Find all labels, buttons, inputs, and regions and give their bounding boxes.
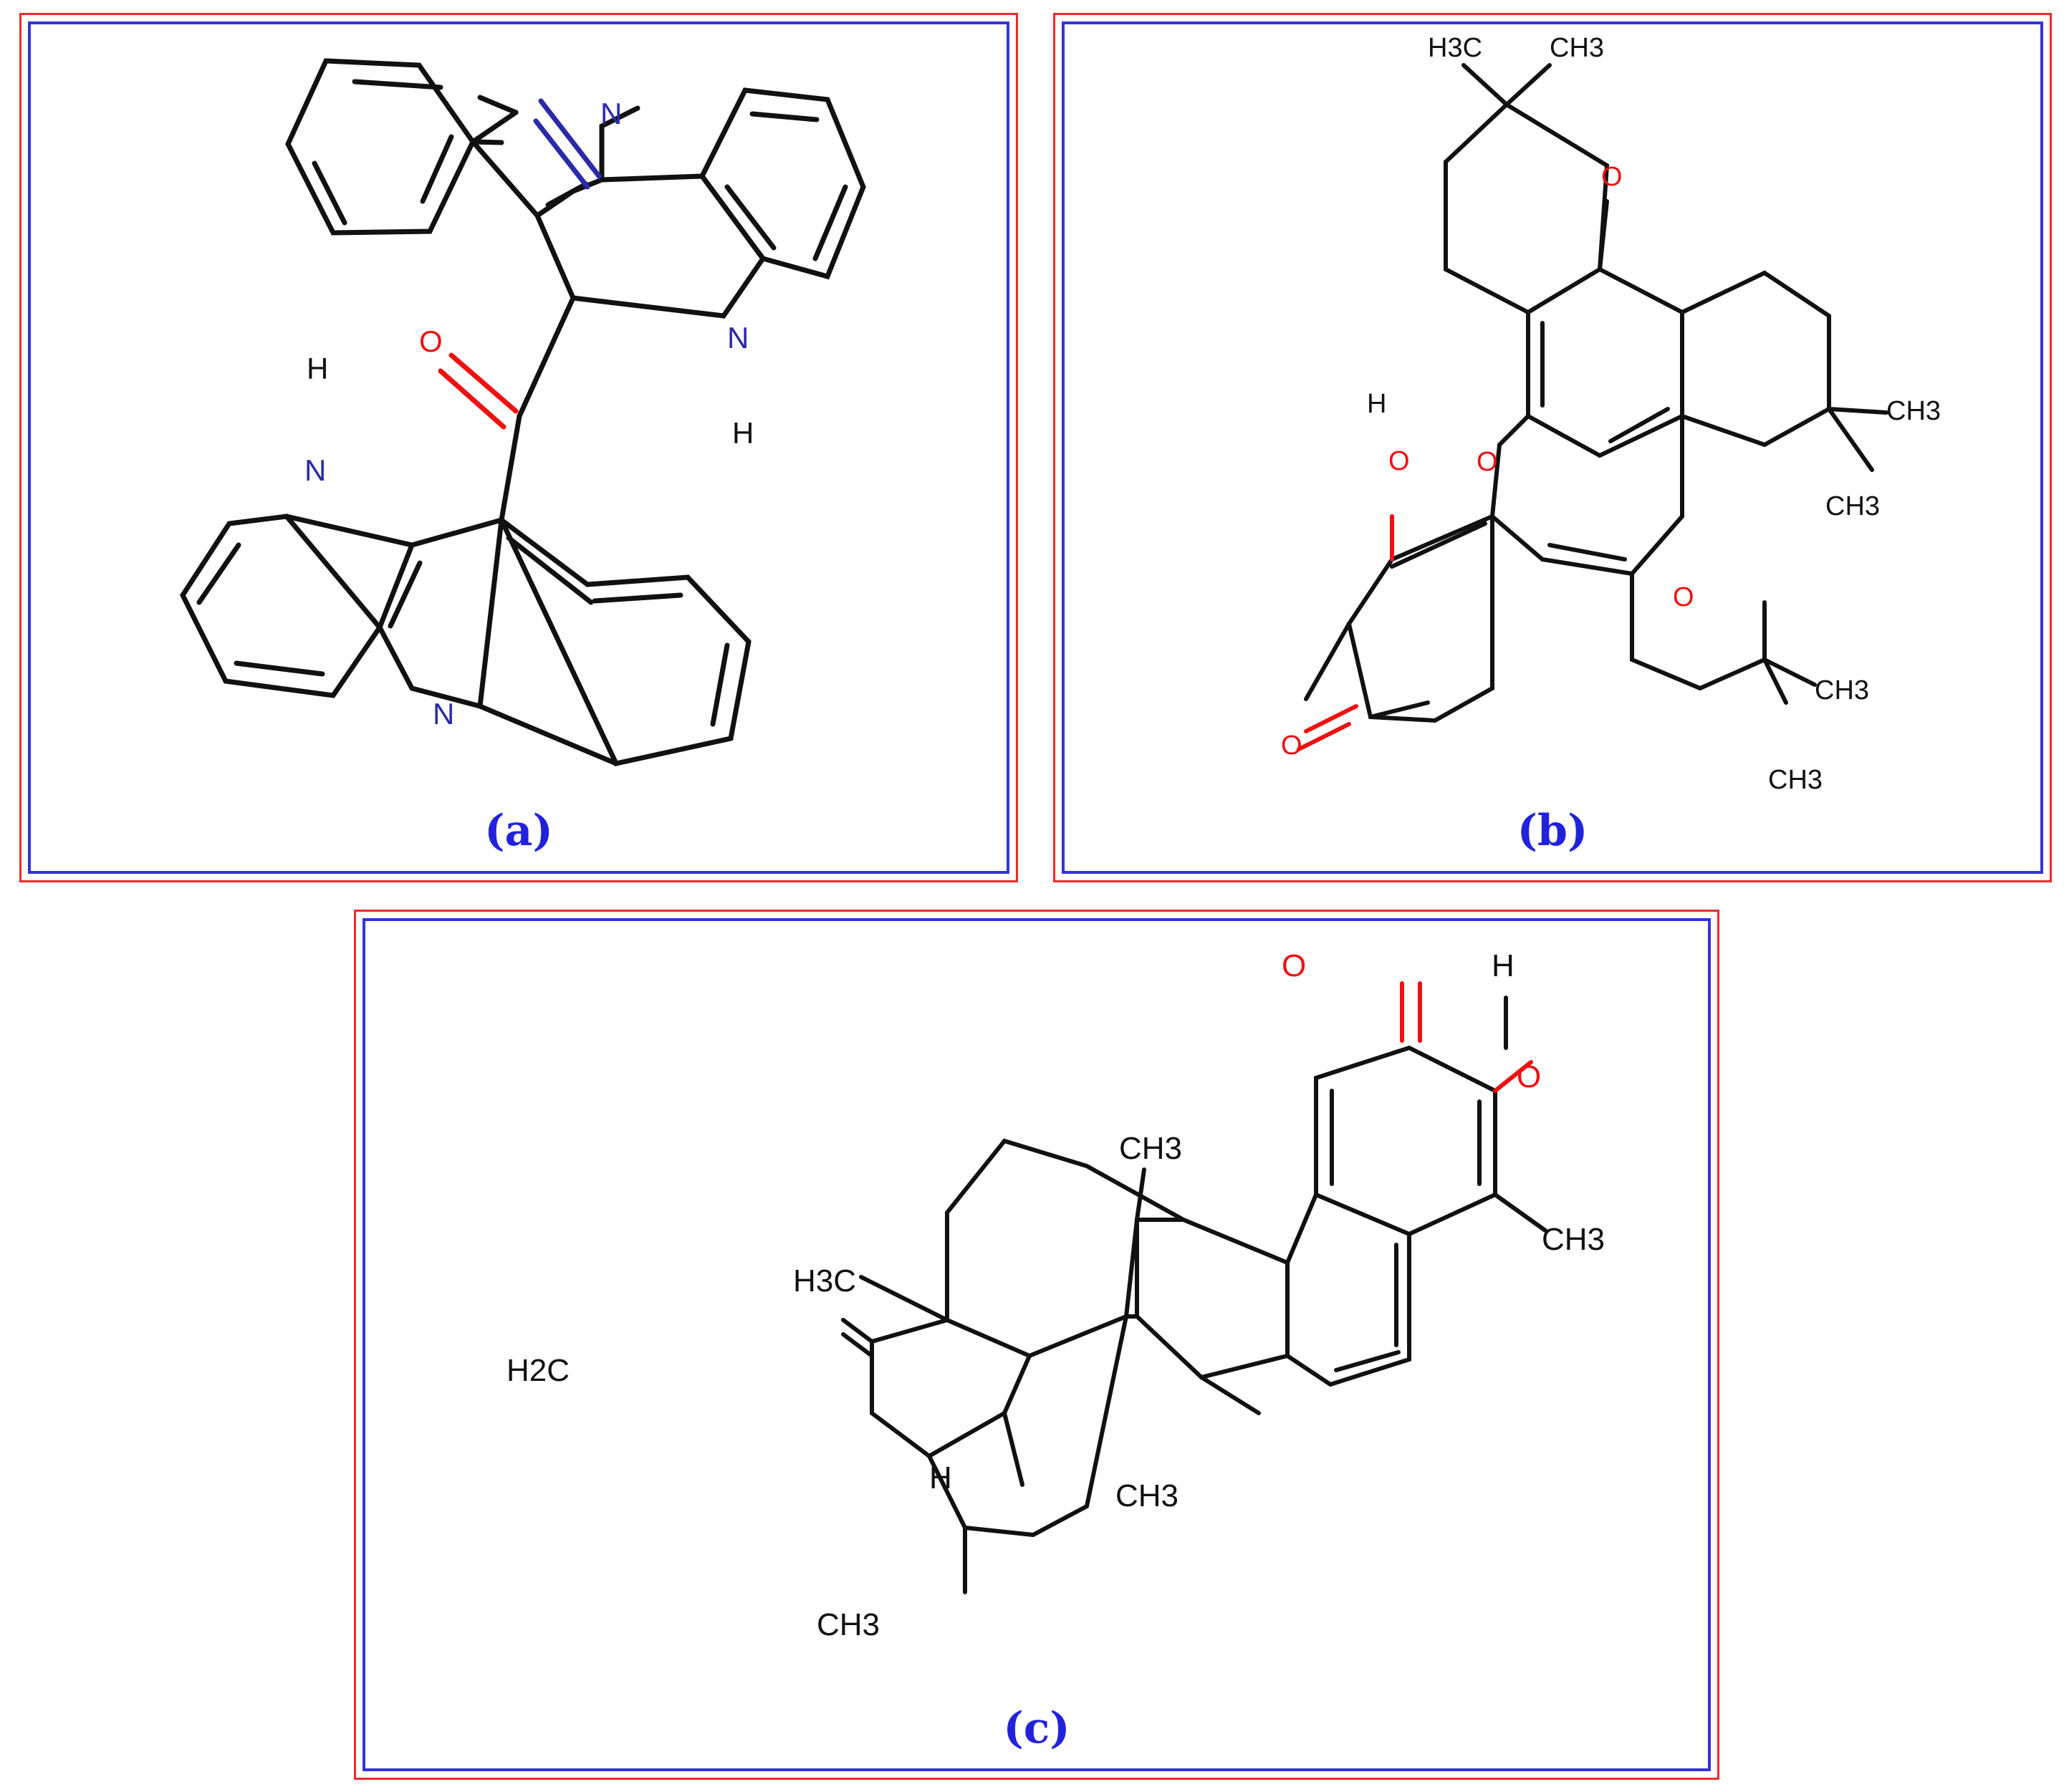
panel-a-inner-frame	[28, 21, 1009, 874]
atom-label: CH3	[1768, 765, 1823, 795]
atom-label: N	[433, 697, 454, 731]
atom-label: O	[1517, 1059, 1541, 1094]
structure-c: O H O CH3 CH3 H3C H2C H CH3 CH3	[507, 948, 1605, 1642]
atom-label: N	[304, 453, 326, 487]
structure-b: H3C CH3 O H O O CH3 CH3 O CH3 O CH3	[1281, 33, 1941, 795]
atom-label: H	[1367, 389, 1386, 419]
atom-label: N	[727, 321, 749, 355]
atom-label: O	[1601, 162, 1623, 192]
atom-label: H	[1492, 948, 1514, 983]
panel-b: H3C CH3 O H O O CH3 CH3 O CH3 O CH3 (b)	[1053, 13, 2052, 882]
panel-c: O H O CH3 CH3 H3C H2C H CH3 CH3 (c)	[354, 910, 1719, 1780]
atom-label: CH3	[1542, 1222, 1605, 1257]
atom-label: CH3	[1119, 1131, 1182, 1166]
structure-a: N N H O H N N	[179, 58, 866, 767]
atom-label: CH3	[1886, 396, 1941, 426]
panel-b-inner-frame	[1062, 21, 2043, 874]
atom-label: H	[732, 416, 754, 450]
atom-label: O	[1282, 948, 1306, 983]
atom-label: CH3	[1825, 491, 1880, 521]
atom-label: O	[1281, 731, 1302, 761]
caption-b: (b)	[1517, 806, 1588, 856]
caption-c: (c)	[1003, 1703, 1070, 1753]
atom-label: O	[1673, 582, 1694, 612]
atom-label: H2C	[507, 1353, 570, 1388]
atom-label: O	[1477, 447, 1498, 477]
atom-label: N	[600, 97, 622, 130]
atom-label: O	[419, 324, 443, 358]
caption-a: (a)	[484, 806, 553, 856]
atom-label: H	[929, 1460, 952, 1495]
atom-label: CH3	[1815, 675, 1869, 705]
panel-a: N N H O H N N (a)	[19, 13, 1018, 882]
atom-label: CH3	[1550, 33, 1604, 63]
atom-label: H	[307, 352, 328, 385]
atom-label: CH3	[817, 1607, 880, 1642]
panel-c-inner-frame	[363, 918, 1711, 1771]
atom-label: H3C	[793, 1263, 856, 1299]
atom-label: O	[1388, 446, 1410, 476]
atom-label: CH3	[1115, 1478, 1178, 1513]
atom-label: H3C	[1428, 33, 1482, 63]
